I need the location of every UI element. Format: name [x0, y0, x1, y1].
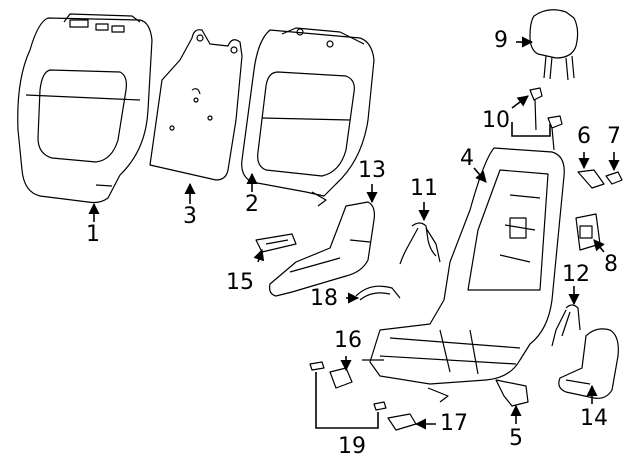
leader-8: [593, 239, 605, 253]
part-2-seatback-frame: [241, 27, 375, 207]
part-19-clip-a: [309, 361, 325, 371]
callout-12: 12: [562, 262, 590, 287]
leader-15: [253, 248, 265, 263]
callout-6: 6: [577, 124, 591, 149]
callout-2: 2: [245, 192, 259, 217]
callout-16: 16: [334, 328, 362, 353]
callout-10: 10: [482, 108, 510, 133]
part-10-headrest-guides: [529, 87, 563, 151]
callout-14: 14: [580, 406, 608, 431]
leader-10-bracket: [511, 122, 551, 137]
part-19-clip-b: [373, 401, 387, 411]
callout-4: 4: [460, 146, 474, 171]
callout-15: 15: [226, 270, 254, 295]
part-12-wire-bracket: [551, 304, 581, 347]
callout-13: 13: [358, 158, 386, 183]
callout-17: 17: [440, 411, 468, 436]
part-18-clip: [355, 285, 401, 301]
part-7-clip: [605, 171, 623, 185]
part-3-back-panel: [149, 29, 243, 181]
callout-9: 9: [494, 28, 508, 53]
part-11-wire-bracket: [399, 222, 441, 265]
leader-19: [315, 372, 379, 429]
part-13-side-trim: [269, 201, 375, 297]
part-8-latch-cover: [575, 213, 601, 251]
part-4-seat-frame: [362, 147, 565, 403]
part-14-trim-cover: [558, 328, 619, 399]
callout-3: 3: [183, 204, 197, 229]
callout-7: 7: [607, 124, 621, 149]
part-9-headrest: [529, 9, 579, 81]
leader-4: [473, 167, 487, 183]
callout-19: 19: [338, 434, 366, 459]
callout-1: 1: [86, 222, 100, 247]
callout-11: 11: [410, 176, 438, 201]
part-6-clip: [577, 169, 605, 189]
part-17-retainer: [387, 413, 417, 431]
leader-10: [511, 95, 529, 109]
callout-5: 5: [509, 426, 523, 451]
part-16-retainer: [329, 367, 353, 389]
part-15-trim: [255, 233, 297, 253]
part-1-seatback-cover: [17, 13, 153, 204]
callout-18: 18: [310, 286, 338, 311]
part-5-bracket: [495, 379, 529, 407]
callout-8: 8: [604, 252, 618, 277]
